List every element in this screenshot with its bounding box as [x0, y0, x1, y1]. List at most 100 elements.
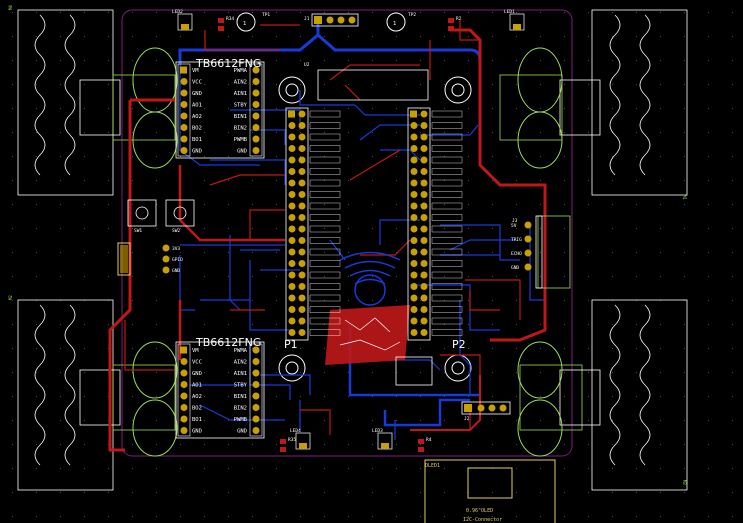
driver-pin-pad	[180, 392, 188, 400]
connector-j1[interactable]	[311, 13, 359, 27]
oled-module: OLED1 0.96"OLED I2C-Connector	[424, 459, 556, 523]
connector-j3[interactable]	[535, 215, 571, 289]
driver-left-pin-label: BO1	[192, 137, 202, 143]
driver-left-pin-label: VCC	[192, 360, 202, 366]
header-pin-pad	[420, 271, 428, 279]
driver-pin-pad	[180, 415, 188, 423]
header-pin-label-box	[431, 110, 463, 118]
driver-pin-pad	[252, 101, 260, 108]
header-pin-pad	[420, 317, 428, 325]
board-holes	[278, 76, 472, 382]
header-pin-pad	[288, 317, 296, 325]
board-outline	[121, 9, 573, 457]
header-pin-pad	[420, 225, 428, 233]
connector-pin-label: 3V3	[172, 246, 180, 252]
connector-j2[interactable]	[461, 401, 511, 415]
led-footprint[interactable]: LED4	[290, 428, 311, 450]
header-pin-pad	[420, 306, 428, 313]
connector-power-switch[interactable]	[117, 242, 131, 276]
resistor-footprint[interactable]: R34	[218, 16, 234, 31]
header-pin-pad	[410, 214, 418, 221]
header-j3-label: J3	[512, 218, 518, 224]
header-pin-pad	[288, 271, 296, 279]
header-pin-label-box	[309, 156, 341, 164]
driver-pin-pad	[252, 66, 260, 74]
driver-pin-pad	[180, 89, 188, 97]
header-pin-pad	[298, 191, 306, 198]
resistor-footprint[interactable]: R4	[418, 437, 432, 452]
driver-left-pin-label: GND	[192, 91, 202, 97]
header-p2-label: P2	[452, 338, 466, 351]
header-pin-label-box	[431, 306, 463, 313]
resistor-footprint[interactable]: R2	[448, 16, 462, 31]
header-pin-label-box	[431, 168, 463, 175]
header-pin-label-box	[431, 202, 463, 210]
header-pin-label-box	[431, 317, 463, 325]
header-pin-pad	[288, 133, 296, 141]
driver-pin-pad	[180, 101, 188, 108]
driver-top-title: TB6612FNG	[195, 57, 261, 70]
header-pin-pad	[298, 179, 306, 187]
header-pin-pad	[298, 329, 306, 336]
driver-right-pin-label: STBY	[234, 103, 248, 109]
connector-pin-label: GND	[172, 268, 180, 274]
led-footprint[interactable]: LED3	[372, 428, 393, 450]
motor-ref-m2: M2	[8, 295, 13, 300]
driver-pin-pad	[180, 346, 187, 354]
header-pin-pad	[298, 156, 306, 164]
header-pin-pad	[420, 122, 428, 129]
driver-pin-pad	[252, 404, 260, 411]
regulator-u2	[317, 69, 429, 101]
driver-pin-pad	[252, 427, 260, 434]
driver-module-top[interactable]: VMVCCGNDAO1AO2BO2BO1GNDPWMAAIN2AIN1STBYB…	[175, 61, 265, 159]
motor-footprints	[17, 9, 688, 491]
test-point-tp2[interactable]: 1 TP2	[386, 12, 416, 32]
header-pin-label-box	[309, 214, 341, 221]
header-pin-label-box	[309, 179, 341, 187]
components-layer: VMVCCGNDAO1AO2BO2BO1GNDPWMAAIN2AIN1STBYB…	[134, 9, 532, 452]
header-pin-label-box	[431, 248, 463, 256]
header-pin-label-box	[309, 271, 341, 279]
header-pin-pad	[298, 317, 306, 325]
header-pin-pad	[288, 214, 296, 221]
mounting-holes	[132, 47, 563, 457]
header-pin-label-box	[309, 191, 341, 198]
driver-pin-pad	[180, 404, 188, 411]
header-pin-pad	[420, 294, 428, 302]
resistor-footprint[interactable]: R35	[280, 437, 296, 452]
driver-module-bottom[interactable]: VMVCCGNDAO1AO2BO2BO1GNDPWMAAIN2AIN1STBYB…	[175, 341, 265, 439]
header-pin-label-box	[309, 110, 341, 118]
header-p1[interactable]	[285, 107, 341, 341]
tp1-ref: TP1	[262, 12, 270, 18]
oled-title: 0.96"OLED	[466, 508, 493, 514]
header-pin-label-box	[431, 191, 463, 198]
header-pin-label-box	[309, 283, 341, 290]
test-point-tp1[interactable]: 1 TP1	[236, 12, 270, 32]
driver-left-pin-label: VCC	[192, 80, 202, 86]
header-p1-label: P1	[284, 338, 298, 351]
header-pin-label-box	[431, 237, 463, 244]
header-pin-label-box	[309, 329, 341, 336]
header-pin-pad	[298, 283, 306, 290]
driver-pin-pad	[252, 392, 260, 400]
header-pin-pad	[410, 110, 417, 118]
header-pin-label-box	[309, 237, 341, 244]
tactile-switches[interactable]	[127, 199, 195, 227]
driver-left-pin-label: BO1	[192, 417, 202, 423]
driver-pin-pad	[180, 124, 188, 131]
led-footprint[interactable]: LED2	[172, 9, 193, 31]
connector-pin-pad	[162, 266, 170, 274]
motor-top-left	[17, 9, 176, 196]
header-p2[interactable]	[407, 107, 463, 341]
header-pin-pad	[410, 168, 418, 175]
header-pin-pad	[288, 294, 296, 302]
sensor-pin-pad	[524, 249, 532, 257]
driver-left-pin-label: GND	[192, 429, 202, 435]
driver-right-pin-label: AIN2	[234, 80, 247, 86]
sensor-pin-label: ECHO	[511, 251, 522, 257]
sensor-pin-label: TRIG	[511, 237, 522, 243]
header-pin-pad	[298, 237, 306, 244]
led-footprint[interactable]: LED1	[504, 9, 525, 31]
header-pin-pad	[298, 225, 306, 233]
